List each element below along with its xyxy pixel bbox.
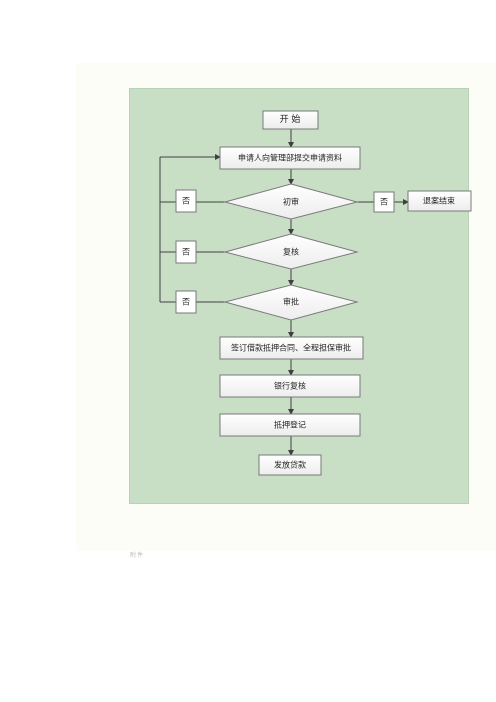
submit-box: [219, 146, 361, 170]
loan-disbursement-box: [258, 454, 322, 476]
no-box-left-1: [175, 189, 197, 213]
no-label-left-2: 否: [182, 248, 190, 257]
start-box: [262, 110, 319, 130]
start-label: 开 始: [280, 113, 301, 125]
connectors: [159, 129, 409, 456]
mortgage-registration-box: [219, 413, 361, 437]
reject-exit-label: 退案结束: [423, 196, 455, 206]
footnote: 附件: [130, 552, 145, 559]
recheck-diamond: [223, 233, 359, 270]
loan-disbursement-label: 发放贷款: [274, 460, 306, 470]
no-box-left-3: [175, 290, 197, 314]
approval-diamond: [223, 284, 359, 321]
bank-recheck-box: [219, 374, 361, 398]
no-label-left-1: 否: [182, 197, 190, 206]
recheck-label: 复核: [283, 247, 299, 257]
no-box-left-2: [175, 240, 197, 264]
sign-contract-box: [219, 336, 364, 360]
bank-recheck-label: 银行复核: [274, 381, 306, 391]
mortgage-registration-label: 抵押登记: [274, 420, 306, 430]
initial-review-label: 初审: [283, 197, 299, 207]
no-box-right: [373, 191, 395, 213]
no-label-left-3: 否: [182, 298, 190, 307]
initial-review-diamond: [223, 183, 359, 220]
sign-contract-label: 签订借款抵押合同、全程担保审批: [231, 343, 351, 353]
submit-label: 申请人向管理部提交申请资料: [238, 153, 342, 163]
no-label-right: 否: [380, 198, 388, 207]
approval-label: 审批: [283, 297, 299, 307]
reject-exit-box: [407, 190, 472, 212]
